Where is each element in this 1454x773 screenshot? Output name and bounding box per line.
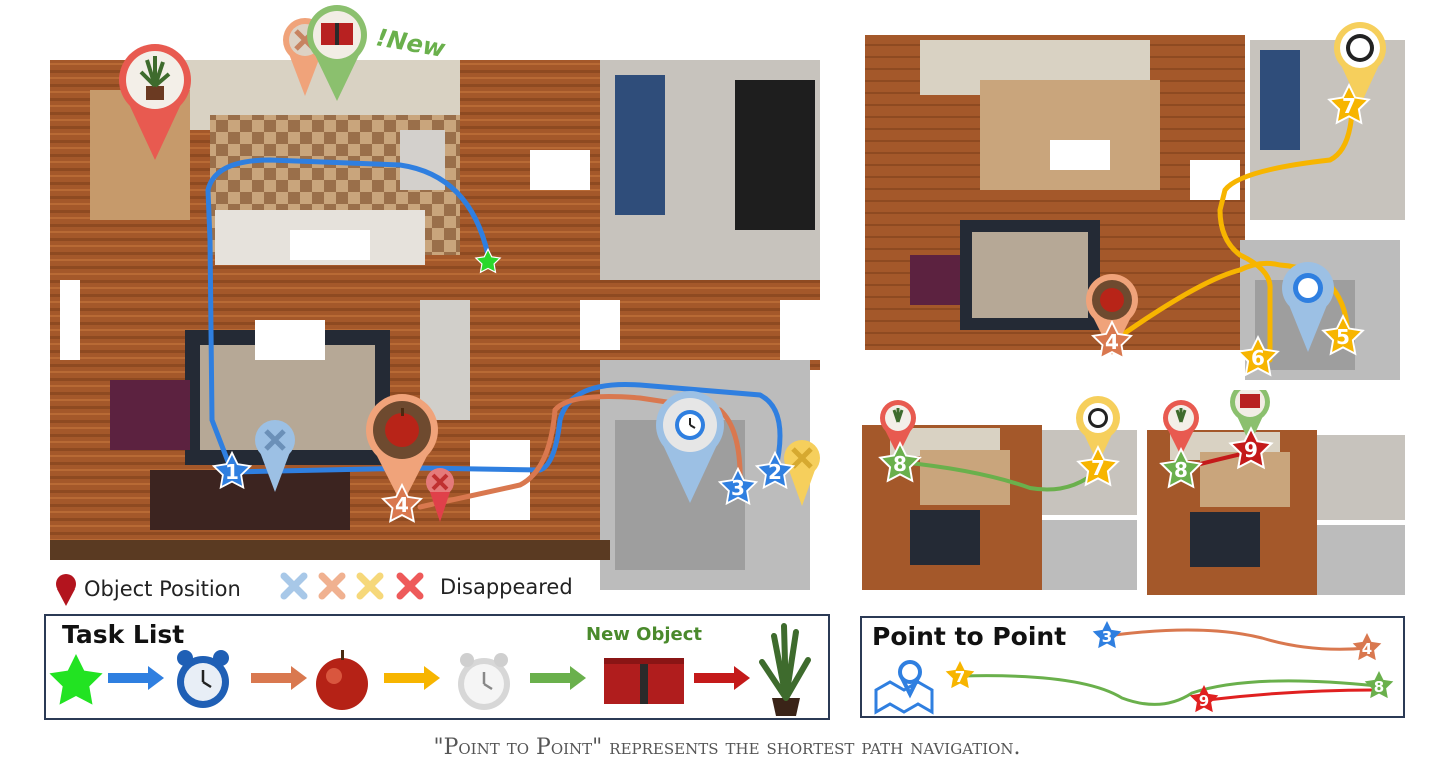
- star-marker-3: 3: [718, 467, 758, 505]
- path-green: [899, 460, 1100, 492]
- new-badge: !New: [374, 23, 448, 63]
- star-marker-8: 8: [1160, 448, 1202, 488]
- clock-pin-white: [1334, 22, 1386, 106]
- arrow-blue: [108, 666, 164, 690]
- floor-plan-base: [50, 60, 820, 590]
- plant-pin: [1163, 400, 1199, 456]
- path-blue: [205, 157, 783, 475]
- alarm-clock-blue-icon: [177, 650, 229, 708]
- clock-pin-white: [1076, 396, 1120, 464]
- point-to-point-panel: Point to Point 3 4 7 8 9: [860, 616, 1405, 718]
- arrow-yellow: [384, 666, 440, 690]
- star-marker-8-label: 8: [893, 452, 907, 476]
- star-3-label: 3: [1102, 628, 1112, 646]
- right-bottom-left-floor-plan: 8 7: [862, 396, 1137, 590]
- main-floor-plan: 1 4 3 2 !New: [50, 5, 820, 590]
- new-object-label: New Object: [586, 624, 703, 645]
- task-sequence: [49, 623, 811, 716]
- star-marker-4-label: 4: [395, 493, 409, 517]
- path-red: [1206, 688, 1375, 702]
- gift-box-icon: [604, 658, 684, 704]
- potted-plant-icon: [759, 623, 811, 716]
- apple-pin: [366, 394, 438, 505]
- point-to-point-diagram: 3 4 7 8 9: [874, 621, 1394, 715]
- point-to-point-title: Point to Point: [872, 622, 1067, 651]
- star-marker-4-label: 4: [1105, 330, 1119, 354]
- star-marker-5: 5: [1322, 315, 1364, 355]
- star-marker-7-label: 7: [1342, 94, 1356, 118]
- star-marker-1-label: 1: [225, 460, 239, 484]
- task-list-panel: Task List New Object: [44, 614, 830, 720]
- star-marker-3-label: 3: [731, 476, 745, 500]
- object-position-icon: [56, 574, 76, 606]
- figure-caption: "Point to Point" represents the shortest…: [433, 735, 1021, 760]
- clock-pin-blue: [656, 391, 724, 503]
- clock-pin-blue: [1282, 262, 1334, 352]
- alarm-clock-white-icon: [458, 653, 510, 710]
- star-marker-7: 7: [1328, 84, 1370, 124]
- plant-pin: [119, 44, 191, 160]
- star-marker-7-label: 7: [1091, 456, 1105, 480]
- arrow-orange: [251, 666, 307, 690]
- disappeared-pin-red: [426, 468, 454, 522]
- arrow-green: [530, 666, 586, 690]
- star-marker-7: 7: [1077, 446, 1119, 486]
- star-7: 7: [945, 661, 975, 689]
- star-marker-4: 4: [382, 484, 422, 523]
- star-4: 4: [1352, 633, 1382, 661]
- star-4-label: 4: [1362, 640, 1372, 658]
- star-8-label: 8: [1374, 678, 1384, 696]
- star-9-label: 9: [1199, 692, 1209, 710]
- star-marker-5-label: 5: [1336, 325, 1350, 349]
- gift-pin-new: [307, 5, 367, 101]
- star-marker-6: 6: [1237, 336, 1279, 376]
- arrow-red: [694, 666, 750, 690]
- plant-pin: [880, 400, 916, 456]
- legend-object-position: Object Position: [84, 577, 241, 601]
- star-icon: [49, 654, 103, 705]
- star-marker-9: 9: [1229, 427, 1273, 469]
- path-yellow: [1112, 107, 1355, 363]
- task-list-title: Task List: [62, 620, 185, 649]
- star-9: 9: [1189, 685, 1219, 713]
- star-marker-8: 8: [879, 442, 921, 482]
- floor-plan-base: [1147, 430, 1405, 595]
- legend: Object Position Disappeared: [56, 572, 573, 606]
- apple-icon: [316, 650, 368, 710]
- disappeared-pin-blue: [255, 420, 295, 492]
- star-marker-2: 2: [755, 451, 795, 489]
- map-location-icon: [874, 660, 934, 715]
- floor-plan-base: [862, 425, 1137, 590]
- star-3: 3: [1092, 621, 1122, 649]
- star-marker-6-label: 6: [1251, 346, 1265, 370]
- path-orange: [417, 394, 743, 510]
- star-8: 8: [1364, 671, 1394, 699]
- path-orange: [1106, 628, 1368, 651]
- disappeared-icons: [280, 572, 424, 600]
- star-marker-4: 4: [1092, 321, 1132, 360]
- star-7-label: 7: [955, 668, 965, 686]
- right-top-floor-plan: 4 5 6 7: [865, 22, 1405, 380]
- star-marker-2-label: 2: [768, 460, 782, 484]
- star-marker-1: 1: [212, 451, 252, 489]
- path-green: [961, 674, 1378, 706]
- legend-disappeared: Disappeared: [440, 575, 573, 599]
- star-marker-8-label: 8: [1174, 458, 1188, 482]
- right-bottom-right-floor-plan: 8 9: [1147, 390, 1405, 595]
- star-marker-9-label: 9: [1244, 438, 1258, 462]
